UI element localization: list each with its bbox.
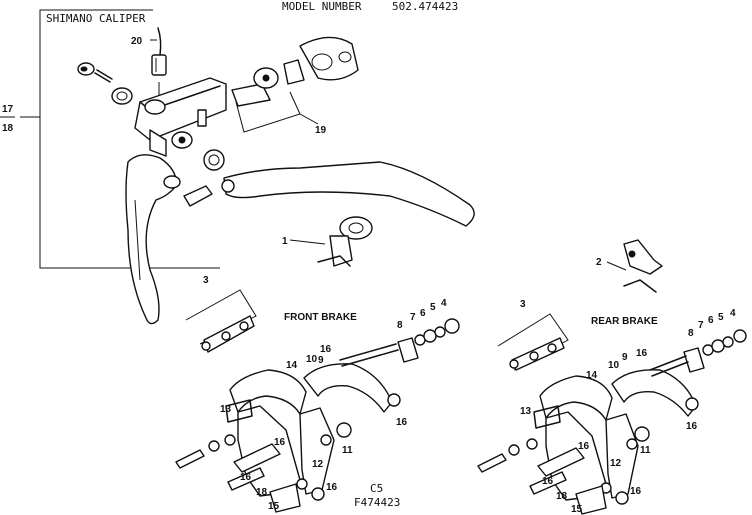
part-1-bracket [317,216,373,267]
rear-callout-15: 15 [571,504,583,515]
callout-1: 1 [282,236,288,247]
callout-18: 18 [2,123,14,134]
rear-pads-bolts [477,438,629,515]
rear-callout-10: 10 [608,360,620,371]
figure-code: C5 [370,482,383,495]
front-hardware-stack [397,318,460,363]
section-title: SHIMANO CALIPER [46,12,146,25]
front-brake-heading: FRONT BRAKE [284,312,357,323]
front-callout-6: 6 [420,308,426,319]
lever-pivot-bolt [183,149,225,207]
rear-callout-13: 13 [520,406,532,417]
rear-callout-5: 5 [718,312,724,323]
rear-callout-18: 18 [556,491,568,502]
model-number-value: 502.474423 [392,0,458,13]
brake-cable [150,27,167,95]
front-callout-12: 12 [312,459,324,470]
rear-callout-16c: 16 [578,441,590,452]
rear-callout-6: 6 [708,315,714,326]
rear-hardware-stack [683,329,747,373]
front-callout-5: 5 [430,302,436,313]
rear-callout-14: 14 [586,370,598,381]
callout-2: 2 [596,257,602,268]
front-pads-bolts [175,434,325,513]
front-callout-9: 9 [318,355,324,366]
extension-lever [221,161,475,227]
front-callout-14: 14 [286,360,298,371]
callout-17: 17 [2,104,14,115]
front-callout-11: 11 [342,445,353,456]
rear-callout-3: 3 [520,299,526,310]
front-callout-18: 18 [256,487,268,498]
rear-callout-7: 7 [698,320,704,331]
rear-callout-16e: 16 [630,486,642,497]
front-callout-13: 13 [220,404,232,415]
front-callout-15: 15 [268,501,280,512]
front-callout-16a: 16 [320,344,332,355]
brake-lever-arm [125,154,181,325]
lever-body [134,77,227,157]
part-2-bracket [623,239,663,293]
front-callout-16c: 16 [274,437,286,448]
shimano-caliper-bracket [0,9,220,269]
front-callout-16b: 16 [396,417,408,428]
rear-callout-16d: 16 [542,476,554,487]
rear-callout-16b: 16 [686,421,698,432]
clamp-assembly [231,36,359,133]
front-callout-10: 10 [306,354,318,365]
front-callout-7: 7 [410,312,416,323]
rear-part-3-group [497,313,569,371]
rear-callout-8: 8 [688,328,694,339]
adjuster-nut [77,62,133,105]
rear-callout-16a: 16 [636,348,648,359]
model-number-label: MODEL NUMBER [282,0,362,13]
rear-callout-12: 12 [610,458,622,469]
front-part-3-group [185,289,257,353]
rear-callout-11: 11 [640,445,651,456]
callout-19: 19 [315,125,327,136]
front-callout-3: 3 [203,275,209,286]
rear-brake-heading: REAR BRAKE [591,316,658,327]
front-callout-16e: 16 [326,482,338,493]
front-callout-16d: 16 [240,472,252,483]
callout-20: 20 [131,36,143,47]
rear-callout-4: 4 [730,308,736,319]
front-callout-4: 4 [441,298,447,309]
rear-callout-9: 9 [622,352,628,363]
figure-part-number: F474423 [354,496,400,509]
front-callout-8: 8 [397,320,403,331]
